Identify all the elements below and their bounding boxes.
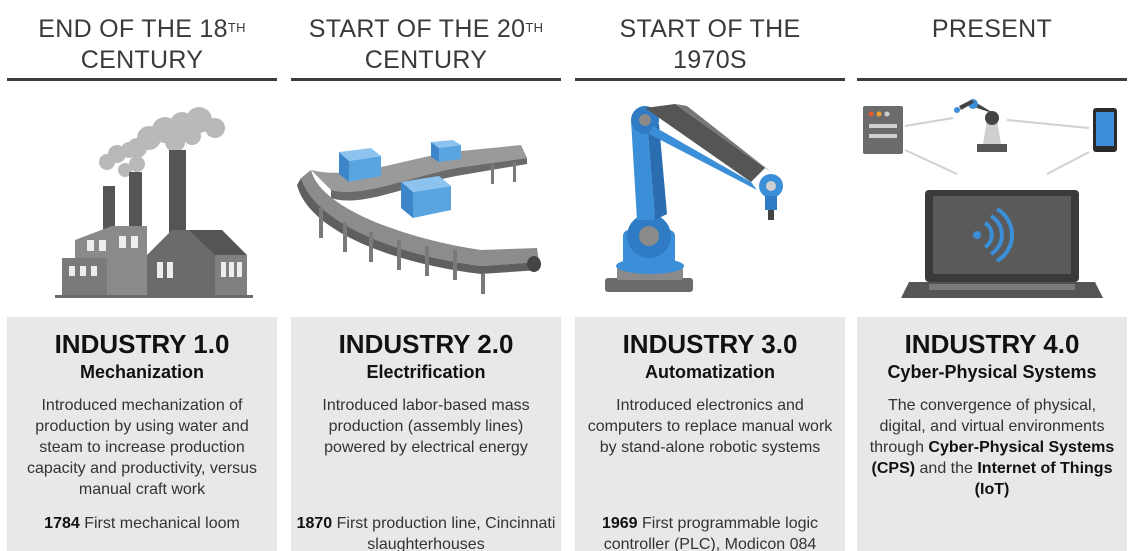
info-panel: INDUSTRY 1.0 Mechanization Introduced me…	[7, 317, 277, 551]
divider	[7, 78, 277, 81]
milestone-text: First production line, Cincinnati slaugh…	[332, 515, 556, 551]
conveyor-belt-icon	[291, 90, 561, 305]
industry-3-column: START OF THE 1970S	[575, 0, 845, 551]
connected-laptop-icon	[857, 90, 1127, 305]
era-text-line2: 1970S	[673, 46, 747, 74]
era-text-line2: CENTURY	[80, 46, 204, 74]
era-text: START OF THE	[619, 15, 801, 43]
industry-1-column: END OF THE 18TH CENTURY	[7, 0, 277, 551]
industry-subtitle: Automatization	[645, 362, 775, 382]
industry-subtitle: Electrification	[366, 362, 486, 382]
era-text: START OF THE 20	[308, 15, 526, 43]
era-text: PRESENT	[931, 15, 1053, 43]
milestone: 1870 First production line, Cincinnati s…	[291, 513, 561, 551]
info-panel: INDUSTRY 2.0 Electrification Introduced …	[291, 317, 561, 551]
industry-subtitle: Mechanization	[79, 362, 204, 382]
industry-title: INDUSTRY 1.0	[54, 329, 230, 359]
factory-icon	[7, 90, 277, 305]
milestone: 1784 First mechanical loom	[7, 513, 277, 534]
info-panel: INDUSTRY 4.0 Cyber-Physical Systems The …	[857, 317, 1127, 551]
era-heading: END OF THE 18TH CENTURY	[7, 14, 277, 76]
milestone: 1969 First programmable logic controller…	[575, 513, 845, 551]
industry-description: Introduced mechanization of production b…	[26, 397, 258, 498]
divider	[575, 78, 845, 81]
description-text: and the	[915, 460, 978, 477]
era-text: END OF THE 18	[38, 15, 228, 43]
description-highlight-iot: Internet of Things (IoT)	[974, 460, 1113, 498]
industry-title: INDUSTRY 3.0	[622, 329, 798, 359]
industry-4-column: PRESENT	[857, 0, 1127, 551]
era-superscript: TH	[525, 20, 544, 35]
description-highlight-cps: Cyber-Physical Systems (CPS)	[871, 439, 1115, 477]
divider	[857, 78, 1127, 81]
industry-2-column: START OF THE 20TH CENTURY	[291, 0, 561, 551]
industry-subtitle: Cyber-Physical Systems	[887, 362, 1097, 382]
era-superscript: TH	[227, 20, 246, 35]
industry-title: INDUSTRY 2.0	[338, 329, 514, 359]
divider	[291, 78, 561, 81]
info-panel: INDUSTRY 3.0 Automatization Introduced e…	[575, 317, 845, 551]
description-text: The convergence of physical, digital, an…	[869, 397, 1105, 456]
milestone-year: 1784	[44, 515, 80, 532]
milestone-year: 1870	[296, 515, 333, 532]
milestone-text: First mechanical loom	[79, 515, 240, 532]
robot-arm-icon	[575, 90, 845, 305]
era-heading: START OF THE 1970S	[575, 14, 845, 76]
era-heading: PRESENT	[857, 14, 1127, 76]
industry-title: INDUSTRY 4.0	[904, 329, 1080, 359]
industry-description: The convergence of physical, digital, an…	[867, 395, 1117, 500]
era-heading: START OF THE 20TH CENTURY	[291, 14, 561, 76]
milestone-year: 1969	[601, 515, 638, 532]
milestone-text: First programmable logic controller (PLC…	[603, 515, 819, 551]
industry-description: Introduced labor-based mass production (…	[322, 397, 530, 456]
era-text-line2: CENTURY	[364, 46, 488, 74]
industry-description: Introduced electronics and computers to …	[587, 397, 833, 456]
